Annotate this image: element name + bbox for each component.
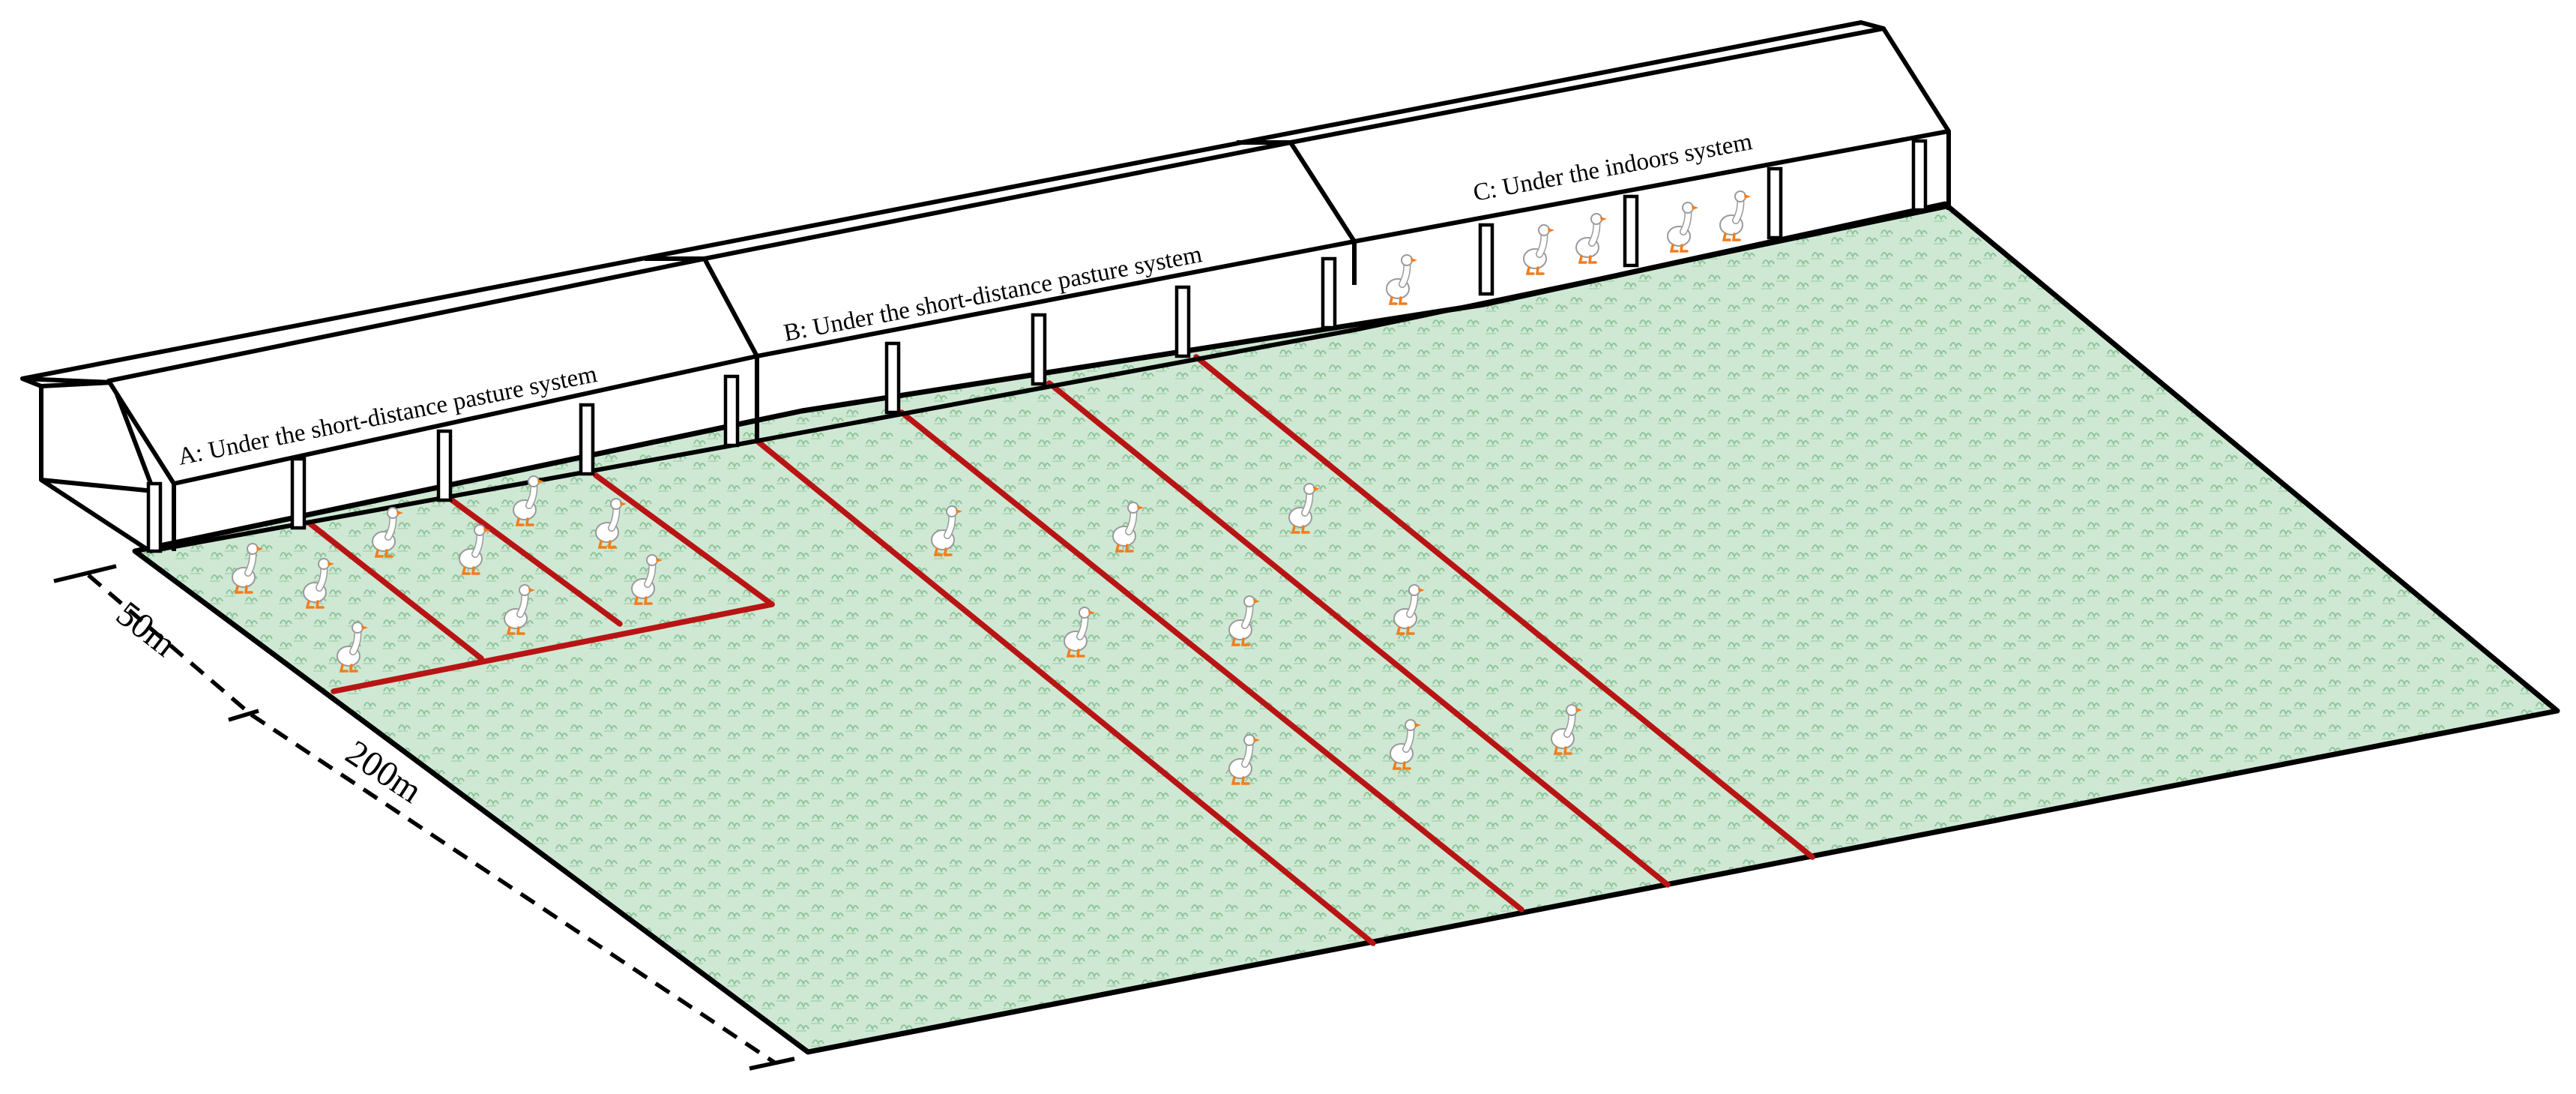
section-a-fences [306,472,775,694]
goose-icon [1524,225,1554,274]
barn: A: Under the short-distance pasture syst… [20,20,1951,553]
barn-panel-c [1288,26,1951,244]
fence-b-1 [754,438,1376,946]
section-b-fences [754,354,1815,946]
fence-a-3 [593,472,775,607]
fence-a-bottom [331,601,775,694]
dim-tick-50m [228,709,259,722]
barn-posts [146,139,1928,553]
goose-icon [1387,255,1417,304]
barn-eave [40,131,1951,553]
fence-a-1 [306,520,484,661]
goose-icon [1720,191,1751,240]
pasture-field [132,201,2560,1055]
fence-b-2 [899,409,1524,913]
dim-tick-start [53,564,117,583]
fence-a-2 [449,497,623,627]
fence-b-3 [1046,380,1671,888]
dim-tick-end [749,1057,795,1071]
dim-line-50m [87,573,253,717]
goose-icon [1668,202,1698,251]
dim-line-200m [250,712,777,1066]
barn-base [149,204,1949,553]
goose-icon [1576,214,1607,262]
barn-top-edge [21,140,1291,388]
fence-b-4 [1193,354,1815,860]
